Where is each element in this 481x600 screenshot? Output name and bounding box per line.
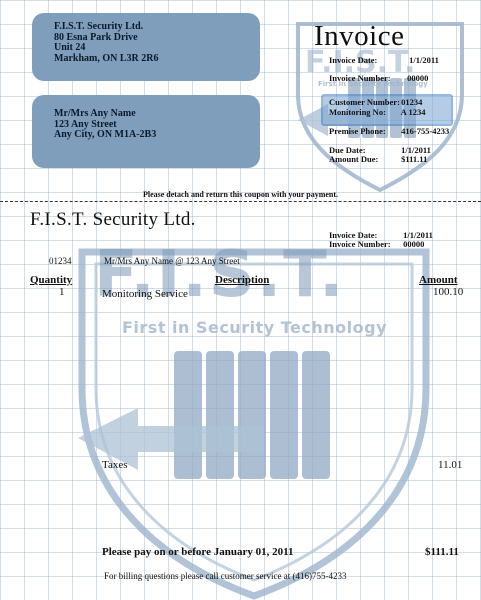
recipient-address-box: Mr/Mrs Any Name 123 Any Street Any City,…	[32, 95, 260, 168]
recipient-city: Any City, ON M1A-2B3	[54, 129, 157, 140]
line-item-description: Monitoring Service	[102, 288, 188, 300]
coupon-customer-number-row: Customer Number: 01234	[329, 98, 422, 107]
coupon-monitoring-no-value: A 1234	[400, 107, 426, 117]
coupon-amount-due-label: Amount Due:	[329, 154, 379, 164]
coupon-invoice-number-row: Invoice Number: 00000	[329, 74, 428, 83]
coupon-amount-due-row: Amount Due: $111.11	[329, 155, 427, 164]
line-item-quantity: 1	[59, 286, 65, 298]
coupon-customer-number-value: 01234	[401, 97, 423, 107]
sender-street: 80 Esna Park Drive	[54, 31, 138, 43]
watermark-shield	[78, 248, 430, 600]
customer-line: Mr/Mrs Any Name @ 123 Any Street	[104, 256, 240, 266]
detach-note: Please detach and return this coupon wit…	[142, 190, 339, 199]
invoice-date-value: 1/1/2011	[403, 230, 433, 240]
customer-info-highlight	[321, 94, 453, 126]
recipient-street: 123 Any Street	[54, 118, 117, 130]
coupon-invoice-date-row: Invoice Date: 1/1/2011	[329, 56, 439, 65]
coupon-due-date-label: Due Date:	[329, 145, 366, 155]
invoice-total: $111.11	[425, 546, 459, 558]
coupon-amount-due-value: $111.11	[401, 154, 428, 164]
company-heading: F.I.S.T. Security Ltd.	[30, 209, 196, 230]
line-item-amount: 100.10	[433, 286, 464, 298]
coupon-due-date-row: Due Date: 1/1/2011	[329, 146, 431, 155]
invoice-date-label: Invoice Date:	[329, 230, 378, 240]
coupon-invoice-title: Invoice	[314, 20, 405, 52]
cut-line-divider	[0, 201, 481, 202]
coupon-logo-tagline: First in Security Technology	[318, 80, 428, 88]
coupon-monitoring-no-label: Monitoring No:	[329, 107, 386, 117]
taxes-amount: 11.01	[438, 459, 463, 471]
pay-by-text: Please pay on or before January 01, 2011	[102, 546, 294, 558]
customer-number: 01234	[49, 256, 72, 266]
coupon-due-date-value: 1/1/2011	[401, 145, 431, 155]
coupon-logo-letters: F.I.S.T.	[305, 45, 416, 80]
sender-unit: Unit 24	[54, 42, 86, 53]
coupon-premise-phone-value: 416-755-4233	[401, 126, 450, 136]
watermark-logo-letters: F.I.S.T.	[94, 238, 346, 312]
invoice-number-row: Invoice Number: 00000	[329, 239, 424, 249]
billing-note: For billing questions please call custom…	[104, 571, 347, 581]
coupon-invoice-number-label: Invoice Number:	[329, 73, 391, 83]
coupon-customer-number-label: Customer Number:	[329, 97, 400, 107]
invoice-number-value: 00000	[403, 239, 425, 249]
recipient-name: Mr/Mrs Any Name	[54, 108, 136, 119]
coupon-premise-phone-label: Premise Phone:	[329, 126, 386, 136]
invoice-date-row: Invoice Date: 1/1/2011	[329, 230, 433, 240]
coupon-invoice-date-label: Invoice Date:	[329, 55, 378, 65]
sender-city: Markham, ON L3R 2R6	[54, 52, 159, 64]
sender-address-box: F.I.S.T. Security Ltd. 80 Esna Park Driv…	[32, 13, 260, 81]
taxes-label: Taxes	[102, 459, 128, 471]
coupon-premise-phone-row: Premise Phone: 416-755-4233	[329, 127, 449, 136]
description-header: Description	[215, 274, 270, 286]
coupon-monitoring-no-row: Monitoring No: A 1234	[329, 108, 425, 117]
sender-name: F.I.S.T. Security Ltd.	[54, 21, 144, 32]
invoice-number-label: Invoice Number:	[329, 239, 391, 249]
coupon-invoice-number-value: 00000	[407, 73, 429, 83]
amount-header: Amount	[419, 274, 458, 286]
watermark-tagline: First in Security Technology	[122, 318, 388, 337]
coupon-invoice-date-value: 1/1/2011	[409, 55, 439, 65]
quantity-header: Quantity	[30, 274, 73, 286]
